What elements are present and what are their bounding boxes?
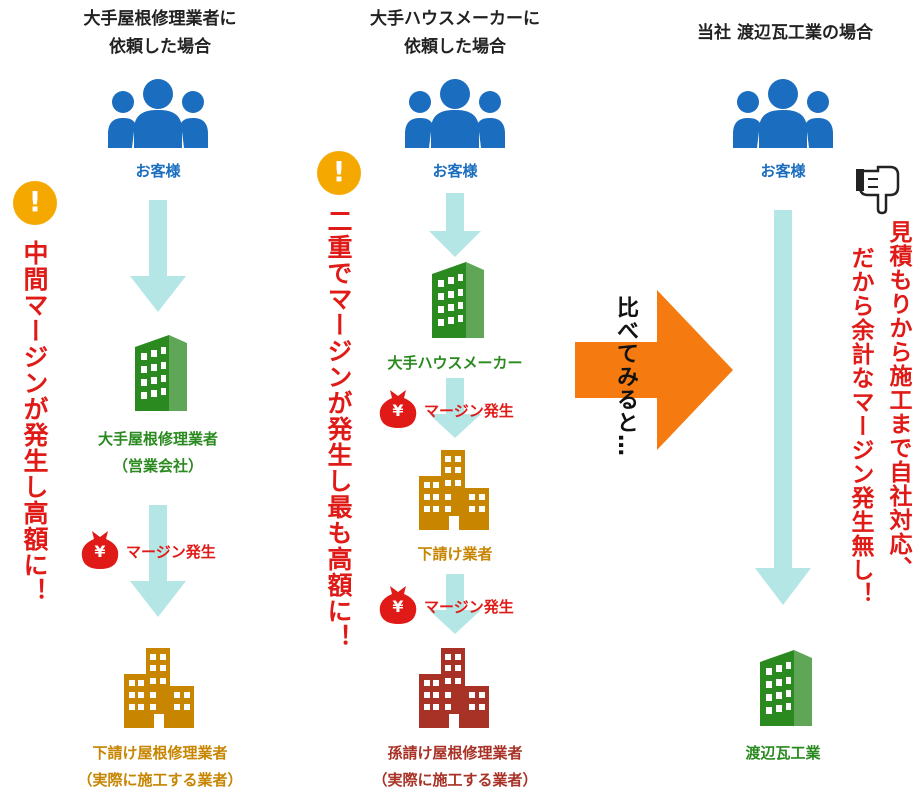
side-note-vertical-line1: 見積もりから施工まで自社対応、 (885, 220, 911, 580)
company-label: 大手屋根修理業者 (97, 430, 218, 448)
yen-symbol: ¥ (392, 401, 404, 420)
customer-label: お客様 (432, 162, 478, 180)
pointing-hand-icon (856, 165, 900, 215)
alert-icon (317, 151, 361, 195)
column1-heading-line1: 大手屋根修理業者に (83, 9, 237, 29)
column2-heading-line1: 大手ハウスメーカーに (370, 9, 540, 29)
yen-bag-icon (379, 586, 417, 624)
flow-arrow-icon (130, 200, 186, 312)
margin-label: マージン発生 (424, 402, 514, 420)
column3-heading: 当社 渡辺瓦工業の場合 (697, 23, 873, 43)
exclamation-glyph: ! (28, 185, 42, 218)
subcontractor-sub-label: （実際に施工する業者） (77, 771, 243, 789)
company-label: 大手ハウスメーカー (387, 354, 523, 372)
yen-bag-icon (379, 390, 417, 428)
side-note-vertical-line2: だから余計なマージン発生無し！ (847, 246, 873, 606)
side-note-vertical: 中間マージンが発生し高額に！ (20, 240, 49, 604)
customer-people-icon (108, 79, 208, 148)
compare-text: 比べてみると… (613, 296, 638, 457)
building-green-icon (760, 650, 812, 726)
flow-arrow-icon (429, 574, 481, 634)
building-green-icon (432, 262, 484, 338)
customer-people-icon (405, 79, 505, 148)
subcontractor-label: 下請け業者 (417, 545, 493, 563)
column2-heading-line2: 依頼した場合 (404, 37, 506, 57)
margin-label: マージン発生 (424, 598, 514, 616)
customer-label: お客様 (760, 162, 806, 180)
yen-bag-icon (81, 531, 119, 569)
side-note-vertical: 二重でマージンが発生し最も高額に！ (324, 208, 353, 650)
customer-label: お客様 (135, 162, 181, 180)
flow-arrow-icon (755, 210, 811, 605)
company-label: 渡辺瓦工業 (745, 744, 821, 762)
flow-arrow-icon (429, 193, 481, 257)
building-gold-icon (124, 648, 194, 728)
company-sub-label: （営業会社） (112, 457, 203, 475)
column1-heading-line2: 依頼した場合 (109, 37, 211, 57)
margin-label: マージン発生 (126, 543, 216, 561)
customer-people-icon (733, 79, 833, 148)
subcontractor-label: 下請け屋根修理業者 (92, 744, 228, 762)
building-gold-icon (419, 450, 489, 530)
sub-subcontractor-label: 孫請け屋根修理業者 (387, 744, 523, 762)
yen-symbol: ¥ (94, 542, 106, 561)
building-dark-red-icon (419, 648, 489, 728)
compare-arrow-icon (575, 290, 733, 450)
alert-icon (13, 181, 57, 225)
yen-symbol: ¥ (392, 597, 404, 616)
sub-subcontractor-sub-label: （実際に施工する業者） (372, 771, 538, 789)
exclamation-glyph: ! (332, 155, 346, 188)
building-green-icon (135, 335, 187, 411)
flow-arrow-icon (429, 378, 481, 438)
flow-arrow-icon (130, 505, 186, 617)
